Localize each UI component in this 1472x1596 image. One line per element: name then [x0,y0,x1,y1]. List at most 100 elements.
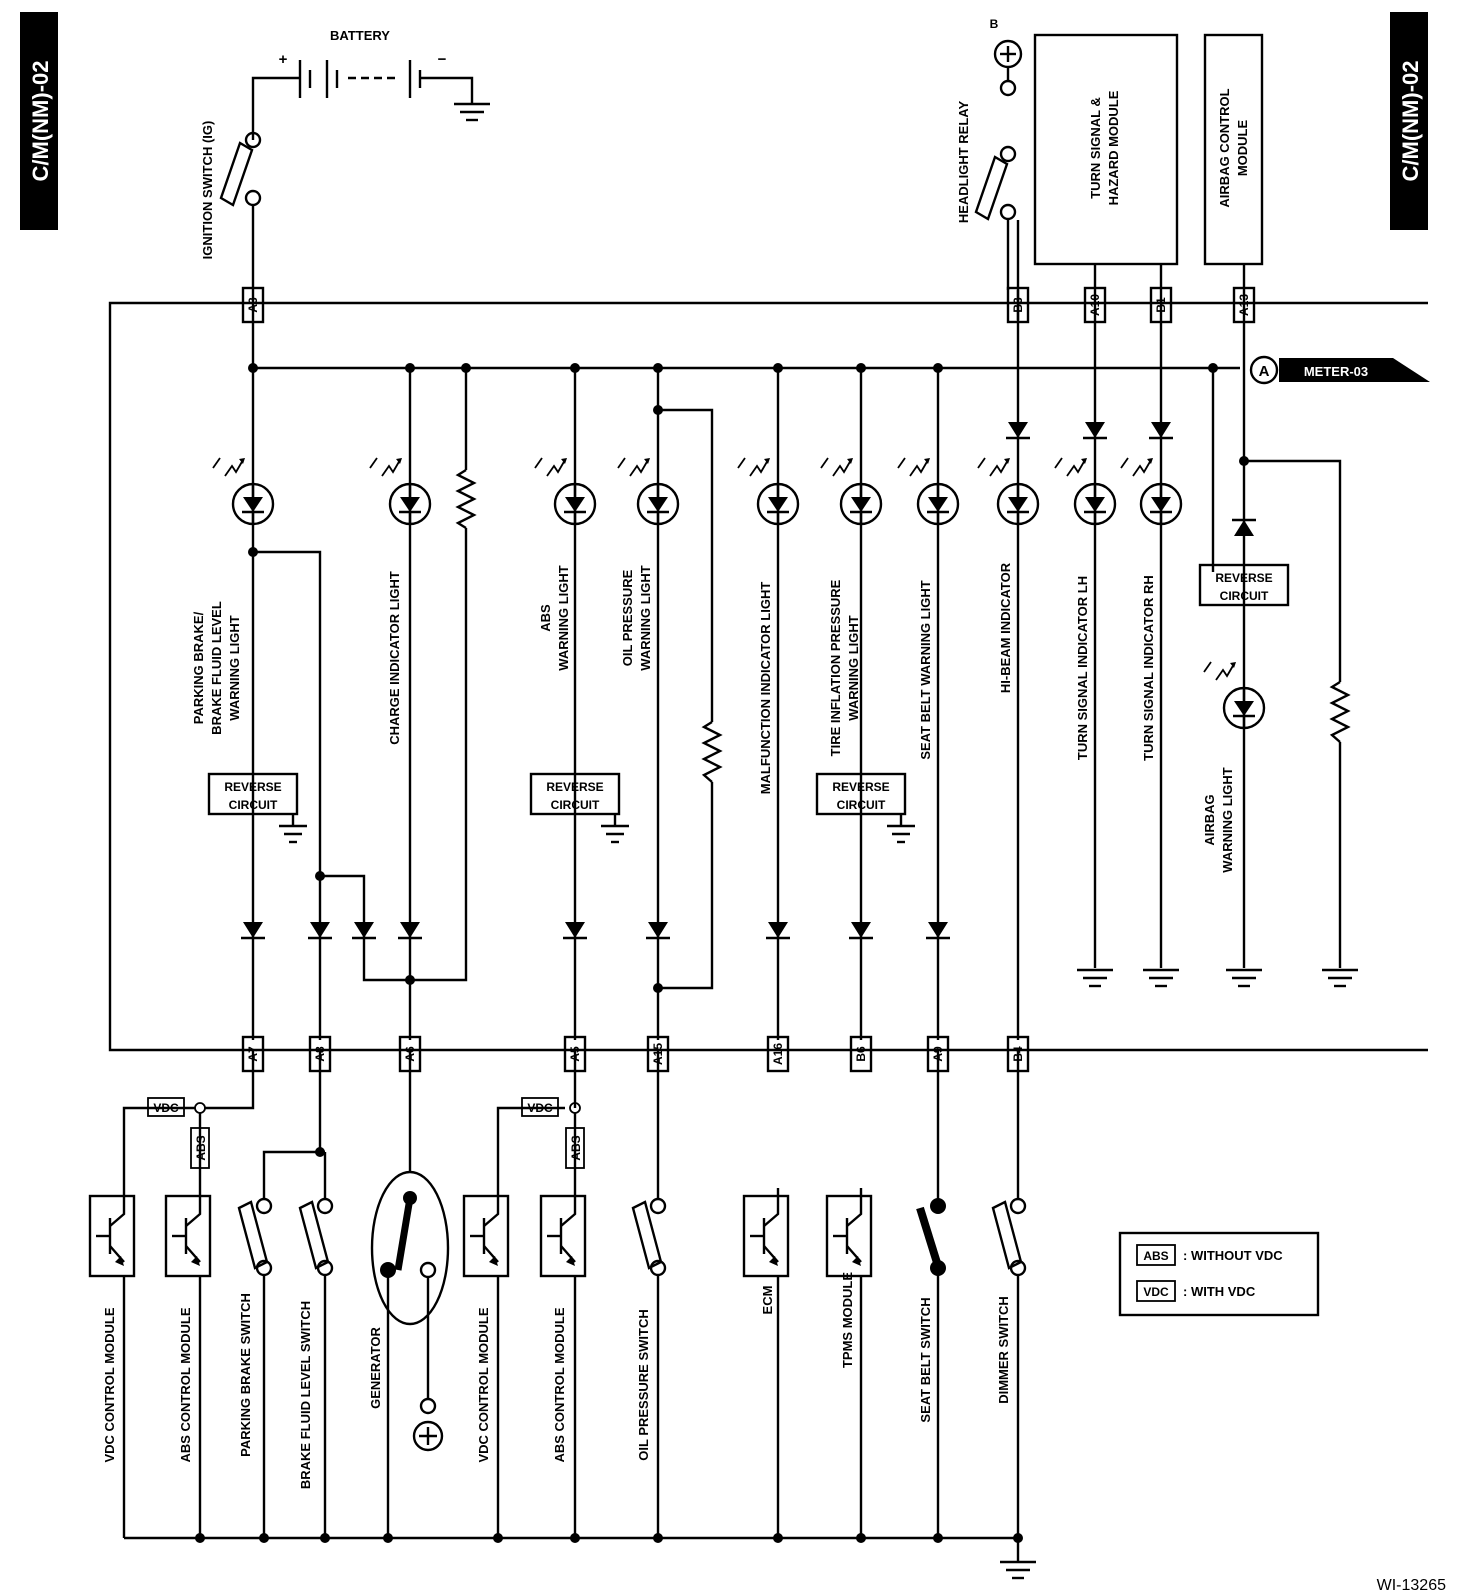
svg-text:ABS CONTROL MODULE: ABS CONTROL MODULE [552,1307,567,1462]
connector-b3: B3 [1006,286,1030,324]
svg-text:WARNING LIGHT: WARNING LIGHT [846,615,861,720]
ground-symbol-1 [1143,968,1179,988]
svg-text:ABS: ABS [1143,1249,1168,1263]
control-module-2 [462,1188,510,1538]
svg-text:METER-03: METER-03 [1304,364,1368,379]
svg-text:SEAT BELT WARNING LIGHT: SEAT BELT WARNING LIGHT [918,580,933,759]
connector-b1: B1 [1149,286,1173,324]
control-module-3 [539,1188,587,1538]
svg-text:WARNING LIGHT: WARNING LIGHT [556,565,571,670]
svg-text:CIRCUIT: CIRCUIT [551,798,600,812]
warning-lamp-7 [977,457,1040,526]
svg-text:ABS CONTROL MODULE: ABS CONTROL MODULE [178,1307,193,1462]
junction-dot-9 [248,547,258,557]
diode-4 [563,922,587,940]
ground-symbol-0 [1077,968,1113,988]
svg-text:TIRE INFLATION PRESSURE: TIRE INFLATION PRESSURE [828,579,843,756]
junction-dot-1 [405,363,415,373]
svg-text:TURN SIGNAL &: TURN SIGNAL & [1088,97,1103,199]
ground-symbol-3 [1322,968,1358,988]
warning-lamp-3 [617,457,680,526]
svg-text:BRAKE FLUID LEVEL SWITCH: BRAKE FLUID LEVEL SWITCH [298,1301,313,1489]
diode-1 [308,922,332,940]
wires [251,220,1342,1040]
control-module-4 [742,1188,790,1538]
svg-text:B1: B1 [1154,297,1168,313]
svg-text:CIRCUIT: CIRCUIT [837,798,886,812]
svg-text:A16: A16 [771,1043,785,1065]
warning-lamp-10 [1203,661,1266,730]
diode-5 [646,922,670,940]
svg-text:: WITHOUT VDC: : WITHOUT VDC [1183,1248,1283,1263]
junction-dot-8 [1208,363,1218,373]
svg-text:VDC: VDC [153,1101,179,1115]
section-tab-left: C/M(NM)-02 [20,12,58,230]
svg-text:−: − [438,51,447,68]
svg-text:MALFUNCTION INDICATOR LIGHT: MALFUNCTION INDICATOR LIGHT [758,582,773,795]
connector-b6: B6 [849,1035,873,1073]
svg-text:AIRBAG CONTROL: AIRBAG CONTROL [1217,88,1232,207]
svg-text:PARKING BRAKE SWITCH: PARKING BRAKE SWITCH [238,1293,253,1457]
junction-dot-5 [773,363,783,373]
svg-text:HEADLIGHT RELAY: HEADLIGHT RELAY [956,101,971,224]
internal-bus: A METER-03 [253,355,1430,385]
airbag-control-module: AIRBAG CONTROL MODULE [1203,33,1264,266]
svg-text:ABS: ABS [538,604,553,632]
warning-lamp-2 [534,457,597,526]
diode-8 [926,922,950,940]
junction-dot-11 [405,975,415,985]
diode-22 [1149,422,1173,440]
warning-lamp-5 [820,457,883,526]
svg-text:AIRBAG: AIRBAG [1202,794,1217,845]
svg-text:B3: B3 [1011,297,1025,313]
svg-text:REVERSE: REVERSE [1215,571,1272,585]
svg-text:C/M(NM)-02: C/M(NM)-02 [1398,61,1423,182]
connector-a16: A16 [766,1035,790,1073]
junction-dot-12 [653,405,663,415]
control-module-1 [164,1188,212,1538]
diode-30 [1232,518,1256,536]
svg-text:DIMMER SWITCH: DIMMER SWITCH [996,1296,1011,1404]
component-labels: VDC CONTROL MODULE ABS CONTROL MODULE PA… [102,1272,1011,1489]
junction-dot-14 [1239,456,1249,466]
svg-text:CIRCUIT: CIRCUIT [1220,589,1269,603]
junction-dot-4 [653,363,663,373]
figure-id: WI-13265 [1377,1577,1446,1594]
diode-2 [352,922,376,940]
svg-text:B6: B6 [854,1046,868,1062]
svg-text:GENERATOR: GENERATOR [368,1326,383,1408]
svg-text:A: A [1259,363,1270,380]
svg-text:BATTERY: BATTERY [330,28,390,43]
svg-text:ECM: ECM [760,1286,775,1315]
legend: ABS : WITHOUT VDC VDC : WITH VDC [1118,1231,1320,1317]
junction-dot-10 [315,871,325,881]
svg-text:B: B [990,17,999,31]
svg-text:ABS: ABS [569,1135,583,1160]
turn-signal-hazard-module: TURN SIGNAL & HAZARD MODULE [1033,33,1179,266]
junction-dot-3 [570,363,580,373]
svg-text:+: + [279,51,288,68]
headlight-relay: B HEADLIGHT RELAY [956,17,1023,290]
svg-text:IGNITION SWITCH (IG): IGNITION SWITCH (IG) [200,121,215,260]
svg-text:CIRCUIT: CIRCUIT [229,798,278,812]
vdc-abs-tags-mid: VDC ABS [496,1050,585,1188]
control-module-0 [88,1188,136,1538]
svg-text:BRAKE FLUID LEVEL: BRAKE FLUID LEVEL [209,601,224,735]
svg-text:WARNING LIGHT: WARNING LIGHT [1220,767,1235,872]
svg-text:VDC: VDC [1143,1285,1169,1299]
svg-text:A3: A3 [246,297,260,313]
warning-lamp-4 [737,457,800,526]
svg-text:TURN SIGNAL INDICATOR LH: TURN SIGNAL INDICATOR LH [1075,576,1090,760]
section-tab-right: C/M(NM)-02 [1390,12,1428,230]
svg-text:MODULE: MODULE [1235,120,1250,177]
connector-a10: A10 [1083,286,1107,324]
warning-lamp-8 [1054,457,1117,526]
junction-dot-7 [933,363,943,373]
svg-text:WARNING LIGHT: WARNING LIGHT [227,615,242,720]
svg-text:ABS: ABS [194,1135,208,1160]
junction-dot-0 [248,363,258,373]
warning-lamp-1 [369,457,432,526]
